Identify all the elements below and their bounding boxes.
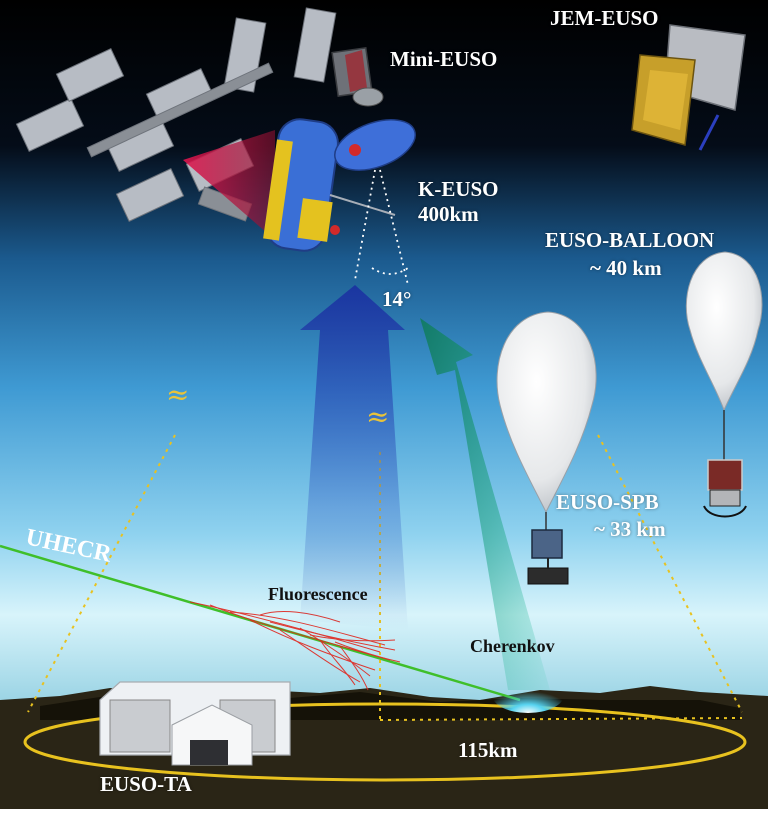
k-euso-module [263, 118, 416, 252]
label-euso-spb-altitude: ~ 33 km [594, 517, 666, 541]
label-jem-euso: JEM-EUSO [550, 6, 659, 30]
fluorescence-arrow [300, 285, 408, 630]
label-euso-spb: EUSO-SPB [556, 490, 659, 514]
label-euso-ta: EUSO-TA [100, 772, 192, 796]
mini-euso-instrument [331, 47, 384, 107]
iss-fov-cone [183, 130, 275, 240]
approx-symbol-left: ≈ [166, 378, 190, 411]
label-distance: 115km [458, 738, 518, 762]
label-cherenkov: Cherenkov [470, 636, 555, 656]
approx-symbol-center: ≈ [366, 400, 390, 433]
label-mini-euso: Mini-EUSO [390, 47, 498, 71]
air-shower [189, 601, 401, 691]
jem-euso-telescope [631, 24, 746, 151]
label-angle: 14° [382, 287, 412, 311]
euso-balloon [685, 251, 763, 518]
label-k-euso: K-EUSO [418, 177, 499, 201]
iss-station [15, 7, 337, 222]
fov-ellipse [23, 702, 747, 782]
euso-spb [496, 311, 597, 585]
label-k-euso-altitude: 400km [418, 202, 479, 226]
cherenkov-glow [492, 677, 564, 713]
euso-ta-building [99, 681, 291, 766]
cherenkov-arrow [420, 318, 550, 690]
label-euso-balloon-altitude: ~ 40 km [590, 256, 662, 280]
label-fluorescence: Fluorescence [268, 584, 368, 604]
k-euso-view-lines [354, 169, 409, 286]
label-euso-balloon: EUSO-BALLOON [545, 228, 715, 252]
